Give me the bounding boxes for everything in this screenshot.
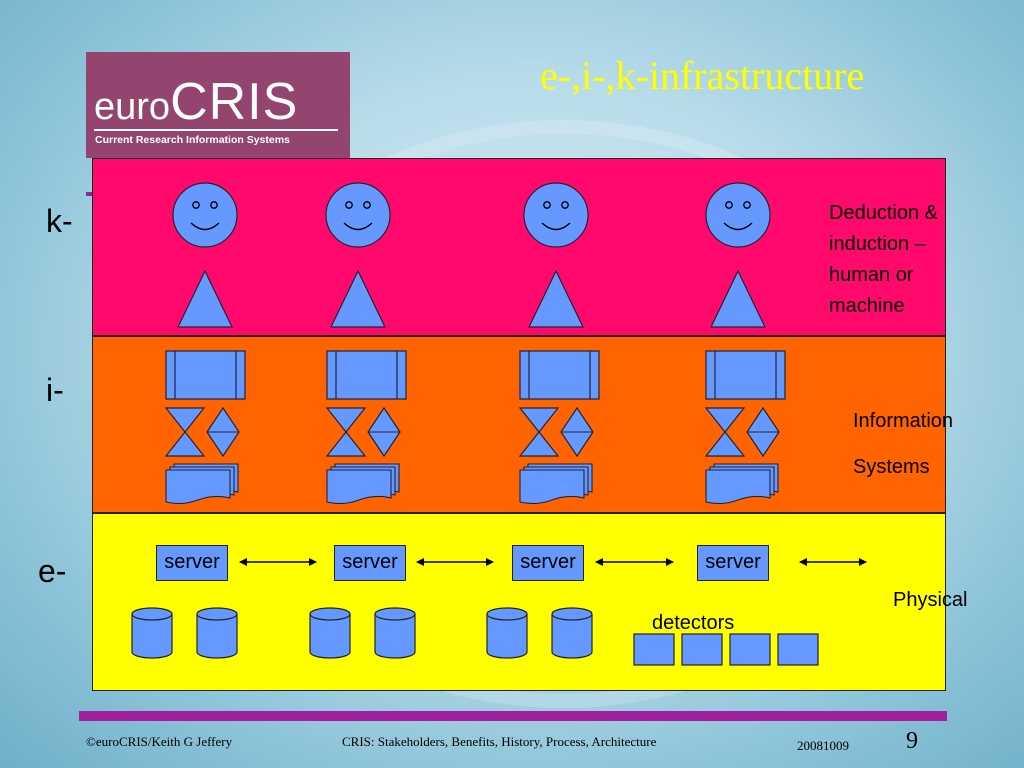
collate-icon — [325, 407, 367, 457]
footer-subject: CRIS: Stakeholders, Benefits, History, P… — [342, 734, 657, 749]
disk-icon — [196, 607, 238, 659]
slide-title: e-,i-,k-infrastructure — [540, 53, 865, 98]
triangle-icon — [710, 269, 766, 328]
e-layer-description: Physical — [893, 589, 968, 611]
k-layer-description: Deduction & induction – human or machine — [829, 202, 938, 317]
triangle-icon — [177, 269, 233, 328]
k-layer-label: k- — [46, 203, 73, 239]
smiley-face-icon — [523, 182, 589, 248]
documents-icon — [519, 463, 593, 505]
disk-icon — [551, 607, 593, 659]
process-icon — [326, 350, 407, 400]
documents-icon — [326, 463, 400, 505]
process-icon — [165, 350, 246, 400]
disk-icon — [131, 607, 173, 659]
decision-icon — [746, 406, 780, 458]
disk-icon — [486, 607, 528, 659]
server-box: server — [156, 545, 228, 581]
collate-icon — [518, 407, 560, 457]
documents-icon — [705, 463, 779, 505]
page-number: 9 — [906, 728, 918, 754]
smiley-face-icon — [172, 182, 238, 248]
decision-icon — [206, 406, 240, 458]
detector-box — [729, 633, 771, 666]
logo-subtitle: Current Research Information Systems — [95, 134, 290, 146]
server-box: server — [512, 545, 584, 581]
footer-bar — [79, 711, 947, 721]
i-layer-description: Information Systems — [853, 410, 954, 478]
i-layer-label: i- — [46, 372, 64, 408]
disk-icon — [374, 607, 416, 659]
server-box: server — [334, 545, 406, 581]
server-box: server — [697, 545, 769, 581]
triangle-icon — [330, 269, 386, 328]
collate-icon — [704, 407, 746, 457]
decision-icon — [560, 406, 594, 458]
k-layer — [92, 158, 946, 336]
e-layer-label: e- — [38, 553, 67, 589]
detector-box — [633, 633, 675, 666]
logo-wordmark: euroCRIS — [94, 73, 299, 131]
smiley-face-icon — [325, 182, 391, 248]
detector-box — [777, 633, 819, 666]
eurocris-logo: euroCRIS Current Research Information Sy… — [86, 52, 350, 158]
documents-icon — [165, 463, 239, 505]
detectors-label: detectors — [652, 612, 735, 634]
footer-copyright: ©euroCRIS/Keith G Jeffery — [86, 734, 233, 749]
logo-rule — [94, 129, 338, 131]
disk-icon — [309, 607, 351, 659]
process-icon — [705, 350, 786, 400]
footer-date: 20081009 — [797, 738, 849, 753]
collate-icon — [164, 407, 206, 457]
smiley-face-icon — [705, 182, 771, 248]
detector-box — [681, 633, 723, 666]
decision-icon — [367, 406, 401, 458]
triangle-icon — [528, 269, 584, 328]
process-icon — [519, 350, 600, 400]
